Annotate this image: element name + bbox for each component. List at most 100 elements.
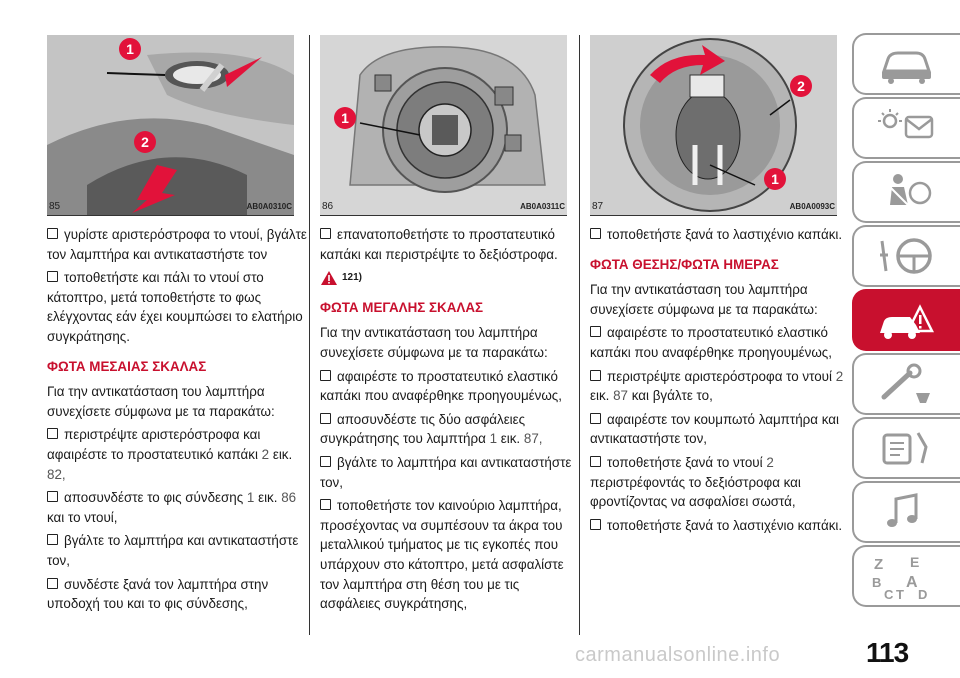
checkbox-bullet-icon	[47, 534, 58, 546]
index-letter: D	[918, 587, 927, 601]
warning-lights-icon	[878, 109, 934, 139]
figure-number: 87	[592, 201, 604, 212]
step: βγάλτε το λαμπτήρα και αντικαταστήστε το…	[320, 454, 572, 490]
step: περιστρέψτε αριστερόστροφα και αφαιρέστε…	[47, 427, 293, 482]
step: τοποθετήστε και πάλι το ντουί στο κάτοπτ…	[47, 270, 303, 344]
checkbox-bullet-icon	[47, 491, 58, 503]
step: αποσυνδέστε τις δύο ασφάλειες συγκράτηση…	[320, 411, 543, 447]
checkbox-bullet-icon	[590, 228, 601, 239]
tab-index[interactable]: Z E B A C T D	[852, 545, 960, 607]
figure-ref: 82,	[47, 466, 66, 482]
column-divider	[579, 35, 580, 635]
index-letter: B	[872, 575, 881, 590]
checkbox-bullet-icon	[47, 428, 58, 440]
step: γυρίστε αριστερόστροφα το ντουί, βγάλτε …	[47, 227, 307, 262]
checkbox-bullet-icon	[590, 369, 601, 381]
steering-wheel-icon	[880, 238, 932, 274]
section-heading: ΦΩΤΑ ΜΕΓΑΛΗΣ ΣΚΑΛΑΣ	[320, 299, 484, 315]
section-heading: ΦΩΤΑ ΘΕΣΗΣ/ΦΩΤΑ ΗΜΕΡΑΣ	[590, 256, 779, 272]
checkbox-bullet-icon	[590, 412, 601, 424]
multimedia-icon	[887, 493, 918, 527]
technical-data-icon	[882, 432, 928, 465]
tab-warning-lights[interactable]	[852, 97, 960, 159]
callout-1: 1	[334, 107, 356, 129]
watermark: carmanualsonline.info	[575, 644, 781, 666]
column-divider	[309, 35, 310, 635]
index-letter: T	[896, 587, 904, 601]
figure-ref: 87,	[523, 431, 543, 447]
step: τοποθετήστε ξανά το ντουί 2 περιστρέφοντ…	[590, 454, 801, 510]
tab-maintenance[interactable]	[852, 353, 960, 415]
figure-code: AB0A0311C	[520, 202, 565, 211]
column-2: επανατοποθετήστε το προστατευτικό καπάκι…	[320, 225, 580, 618]
step: τοποθετήστε τον καινούριο λαμπτήρα, προσ…	[320, 498, 564, 612]
index-letter: Z	[874, 556, 883, 573]
step: περιστρέψτε αριστερόστροφα το ντουί 2 ει…	[590, 368, 844, 404]
tab-breakdown[interactable]	[852, 289, 960, 351]
figure-87: 2 1	[590, 35, 837, 216]
step: βγάλτε το λαμπτήρα και αντικαταστήστε το…	[47, 533, 299, 568]
section-intro: Για την αντικατάσταση του λαμπτήρα συνεχ…	[590, 282, 818, 317]
figure-number: 85	[49, 201, 61, 212]
tab-safety[interactable]	[852, 161, 960, 223]
tab-driving[interactable]	[852, 225, 960, 287]
checkbox-bullet-icon	[320, 228, 331, 239]
tab-dashboard[interactable]	[852, 33, 960, 95]
step: επανατοποθετήστε το προστατευτικό καπάκι…	[320, 227, 558, 262]
index-icon: Z E B A C T D	[872, 554, 927, 601]
section-intro: Για την αντικατάσταση του λαμπτήρα συνεχ…	[47, 384, 275, 419]
index-letter: C	[884, 587, 894, 601]
figure-ref: 2	[261, 446, 270, 462]
step: αφαιρέστε τον κουμπωτό λαμπτήρα και αντι…	[590, 411, 839, 447]
checkbox-bullet-icon	[320, 455, 331, 467]
figure-ref: 86	[281, 490, 297, 506]
callout-2: 2	[790, 75, 812, 97]
index-letter: A	[906, 574, 918, 591]
step: αποσυνδέστε το φις σύνδεσης 1 εικ. 86 κα…	[47, 490, 297, 525]
step: τοποθετήστε ξανά το λαστιχένιο καπάκι.	[590, 225, 850, 245]
maintenance-icon	[881, 363, 930, 403]
checkbox-bullet-icon	[590, 518, 601, 530]
checkbox-bullet-icon	[47, 271, 58, 283]
column-3: τοποθετήστε ξανά το λαστιχένιο καπάκι. Φ…	[590, 225, 850, 539]
figure-ref: 1	[489, 431, 498, 447]
callout-2: 2	[134, 131, 156, 153]
callout-1: 1	[119, 38, 141, 60]
figure-85-illustration	[47, 35, 294, 215]
step: αφαιρέστε το προστατευτικό ελαστικό καπά…	[320, 368, 562, 404]
section-heading: ΦΩΤΑ ΜΕΣΑΙΑΣ ΣΚΑΛΑΣ	[47, 358, 207, 374]
tab-multimedia[interactable]	[852, 481, 960, 543]
breakdown-icon	[880, 304, 935, 339]
figure-86: 1	[320, 35, 567, 216]
seatbelt-airbag-icon	[889, 174, 932, 206]
callout-1: 1	[764, 168, 786, 190]
checkbox-bullet-icon	[320, 412, 331, 424]
column-1: γυρίστε αριστερόστροφα το ντουί, βγάλτε …	[47, 225, 307, 618]
step: τοποθετήστε ξανά το λαστιχένιο καπάκι.	[590, 516, 850, 536]
figure-code: AB0A0093C	[789, 202, 835, 211]
warning-ref: 121)	[320, 268, 580, 288]
checkbox-bullet-icon	[47, 577, 58, 589]
index-letter: E	[910, 554, 919, 570]
figure-number: 86	[322, 201, 334, 212]
figure-ref: 87	[613, 388, 629, 404]
figure-85: 1 2	[47, 35, 294, 216]
car-dashboard-icon	[881, 51, 932, 84]
section-intro: Για την αντικατάσταση του λαμπτήρα συνεχ…	[320, 325, 548, 360]
figure-86-illustration	[320, 35, 567, 215]
checkbox-bullet-icon	[320, 499, 331, 511]
warning-number: 121)	[342, 272, 363, 284]
checkbox-bullet-icon	[320, 369, 331, 381]
checkbox-bullet-icon	[590, 455, 601, 467]
figure-85-caption: 85 AB0A0310C	[47, 200, 294, 216]
figure-ref: 2	[835, 368, 844, 384]
figure-86-caption: 86 AB0A0311C	[320, 200, 567, 216]
figure-ref: 2	[766, 454, 774, 470]
figure-87-caption: 87 AB0A0093C	[590, 200, 837, 216]
step: συνδέστε ξανά τον λαμπτήρα στην υποδοχή …	[47, 576, 269, 612]
warning-triangle-icon	[321, 270, 337, 285]
checkbox-bullet-icon	[47, 228, 58, 239]
tab-technical-data[interactable]	[852, 417, 960, 479]
checkbox-bullet-icon	[590, 326, 601, 338]
figure-code: AB0A0310C	[246, 202, 292, 211]
